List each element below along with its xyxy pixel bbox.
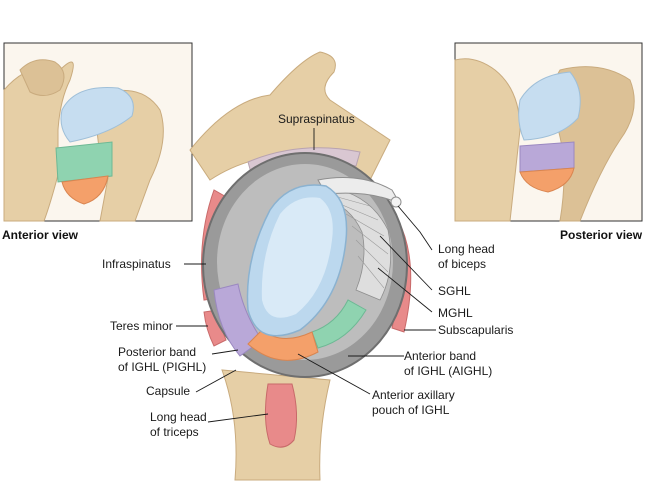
leader-lines — [176, 128, 436, 423]
label-pouch-line2: pouch of IGHL — [372, 403, 450, 417]
anterior-pouch — [61, 175, 109, 205]
label-mghl: MGHL — [438, 306, 473, 320]
label-subscapularis: Subscapularis — [438, 323, 513, 337]
anterior-view-label: Anterior view — [2, 228, 79, 242]
pighl-band — [213, 283, 263, 357]
aighl-band — [311, 299, 367, 349]
triceps-long-head — [264, 383, 298, 448]
pouch-leader — [297, 353, 371, 395]
label-aighl-line1: Anterior band — [404, 349, 476, 363]
glenoid-cartilage-highlight — [261, 197, 333, 318]
sghl-leader — [379, 235, 433, 291]
anterior-coracoid — [19, 59, 65, 96]
posterior-humerus — [454, 58, 521, 222]
label-sghl: SGHL — [438, 284, 471, 298]
capsule-leader — [195, 369, 237, 393]
posterior-pouch — [519, 167, 575, 193]
label-pighl-line2: of IGHL (PIGHL) — [118, 360, 206, 374]
label-triceps-line2: of triceps — [150, 425, 199, 439]
posterior-pighl-band — [519, 141, 575, 173]
anterior-ighl-band — [55, 141, 113, 183]
structure-labels: Supraspinatus Infraspinatus Teres minor … — [102, 112, 513, 439]
label-biceps-line2: of biceps — [438, 257, 486, 271]
posterior-view-inset: Posterior view — [454, 42, 643, 242]
label-biceps-line1: Long head — [438, 242, 495, 256]
label-pouch-line1: Anterior axillary — [372, 388, 455, 402]
ligament-striations — [333, 195, 389, 289]
posterior-glenoid-cartilage — [518, 71, 581, 141]
posterior-view-label: Posterior view — [560, 228, 643, 242]
mghl-leader — [377, 267, 433, 313]
anterior-humeral-cartilage — [60, 86, 134, 143]
label-aighl-line2: of IGHL (AIGHL) — [404, 364, 492, 378]
triceps-leader — [207, 413, 269, 423]
label-capsule: Capsule — [146, 384, 190, 398]
label-triceps-line1: Long head — [150, 410, 207, 424]
label-teres-minor: Teres minor — [110, 319, 173, 333]
label-pighl-line1: Posterior band — [118, 345, 196, 359]
main-glenoid-view — [189, 51, 412, 481]
biceps-tendon-end — [390, 196, 402, 208]
label-infraspinatus: Infraspinatus — [102, 257, 171, 271]
anterior-view-inset: Anterior view — [2, 42, 193, 242]
biceps-leader — [397, 205, 433, 251]
pighl-leader — [211, 349, 239, 355]
label-supraspinatus: Supraspinatus — [278, 112, 355, 126]
glenohumeral-ligament-fibres — [325, 187, 392, 301]
